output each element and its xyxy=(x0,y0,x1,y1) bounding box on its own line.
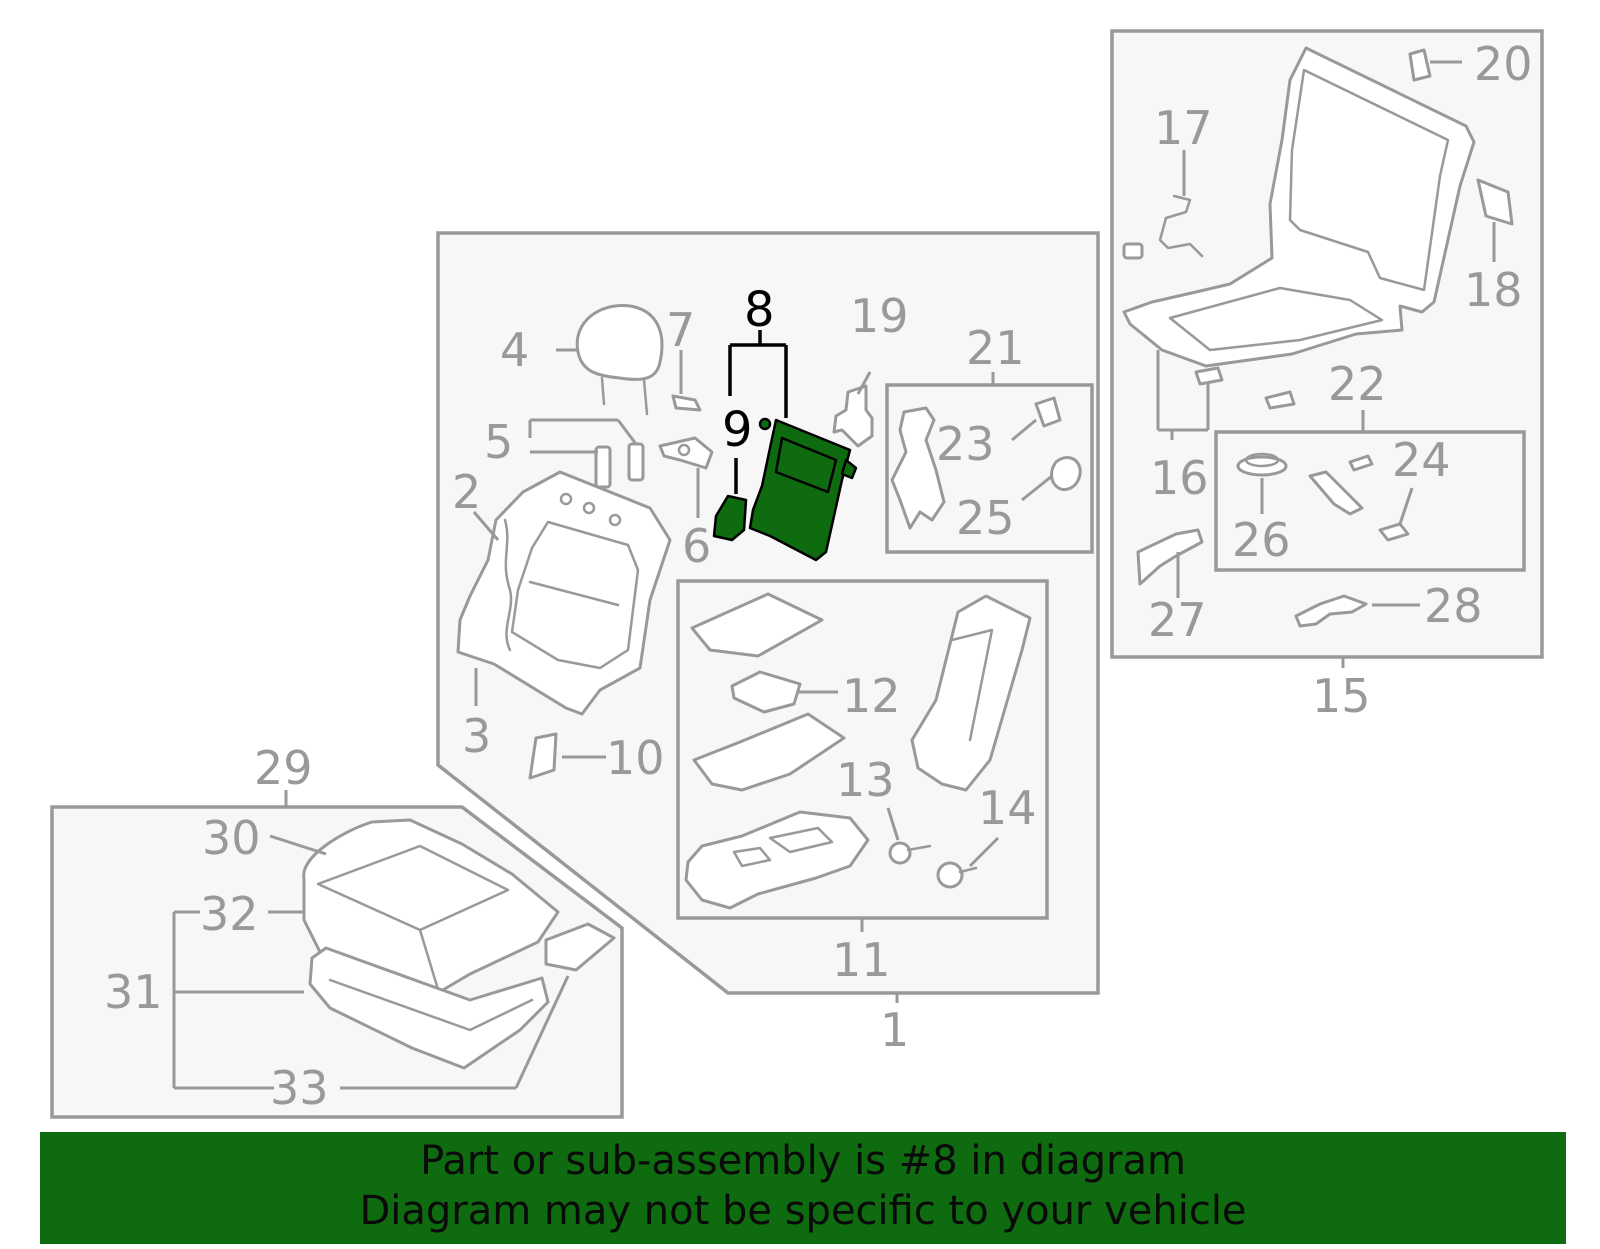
headrest-guide-part xyxy=(594,442,645,489)
callout-28: 28 xyxy=(1424,579,1483,633)
bracket-part-19 xyxy=(832,384,874,448)
callout-9: 9 xyxy=(722,402,753,458)
seat-frame-part xyxy=(1122,46,1476,368)
ring-part-25 xyxy=(1050,456,1082,491)
callout-1: 1 xyxy=(880,1003,909,1057)
callout-8: 8 xyxy=(744,282,775,338)
callout-24: 24 xyxy=(1392,433,1451,487)
callout-19: 19 xyxy=(850,289,909,343)
callout-25: 25 xyxy=(956,491,1015,545)
pad-part-18 xyxy=(1476,178,1514,226)
callout-21: 21 xyxy=(966,321,1025,375)
callout-10: 10 xyxy=(606,731,665,785)
callout-5: 5 xyxy=(484,415,513,469)
clip-part-10 xyxy=(528,732,558,780)
knob-part-26 xyxy=(1236,452,1288,477)
callout-23: 23 xyxy=(936,417,995,471)
switch-part-12 xyxy=(730,670,802,714)
callout-30: 30 xyxy=(202,811,261,865)
cable-part-28 xyxy=(1294,594,1368,628)
clip-part-23 xyxy=(1034,396,1062,428)
clip-part-24 xyxy=(1378,522,1410,542)
callout-6: 6 xyxy=(682,519,711,573)
callout-32: 32 xyxy=(200,887,259,941)
banner-line-2: Diagram may not be specific to your vehi… xyxy=(359,1188,1247,1234)
callout-13: 13 xyxy=(836,753,895,807)
callout-20: 20 xyxy=(1474,37,1533,91)
callout-27: 27 xyxy=(1148,593,1207,647)
bracket-part-6 xyxy=(658,436,714,470)
clip-part-20 xyxy=(1408,48,1432,82)
callout-33: 33 xyxy=(270,1061,329,1115)
callout-2: 2 xyxy=(452,465,481,519)
callout-4: 4 xyxy=(500,323,529,377)
clip-part-16 xyxy=(1194,366,1296,410)
callout-12: 12 xyxy=(842,669,901,723)
lever-part-22 xyxy=(1308,454,1374,516)
console-base-part xyxy=(684,810,870,910)
cushion-frame-part xyxy=(308,946,550,1070)
side-panel-part xyxy=(910,594,1032,792)
callout-17: 17 xyxy=(1154,101,1213,155)
callout-labels: 1 2 3 4 5 6 7 8 9 10 11 12 13 14 15 16 1… xyxy=(104,37,1533,1115)
fastener-part-13 xyxy=(888,841,932,865)
wire-part-17 xyxy=(1122,194,1204,260)
bracket-part-27 xyxy=(1136,528,1204,586)
tray-part xyxy=(692,712,846,792)
armrest-lid-part xyxy=(690,592,824,658)
banner-line-1: Part or sub-assembly is #8 in diagram xyxy=(420,1138,1186,1184)
highlighted-part-9 xyxy=(712,494,748,542)
callout-18: 18 xyxy=(1464,263,1523,317)
callout-29: 29 xyxy=(254,741,313,795)
leader-lines-highlight xyxy=(728,330,788,494)
clip-part-7 xyxy=(671,394,702,412)
headrest-part xyxy=(575,304,664,416)
callout-22: 22 xyxy=(1328,357,1387,411)
callout-7: 7 xyxy=(666,303,695,357)
callout-3: 3 xyxy=(462,709,491,763)
callout-31: 31 xyxy=(104,965,163,1019)
plate-part-33 xyxy=(544,922,616,972)
callout-16: 16 xyxy=(1150,451,1209,505)
seat-back-part xyxy=(456,470,672,716)
callout-15: 15 xyxy=(1312,669,1371,723)
callout-11: 11 xyxy=(832,933,891,987)
callout-14: 14 xyxy=(978,781,1037,835)
callout-26: 26 xyxy=(1232,513,1291,567)
info-banner: Part or sub-assembly is #8 in diagram Di… xyxy=(40,1132,1566,1244)
highlighted-part-8 xyxy=(748,417,858,562)
panel-part-21 xyxy=(890,406,946,530)
leader-lines xyxy=(172,60,1496,1090)
fastener-part-14 xyxy=(936,861,978,889)
